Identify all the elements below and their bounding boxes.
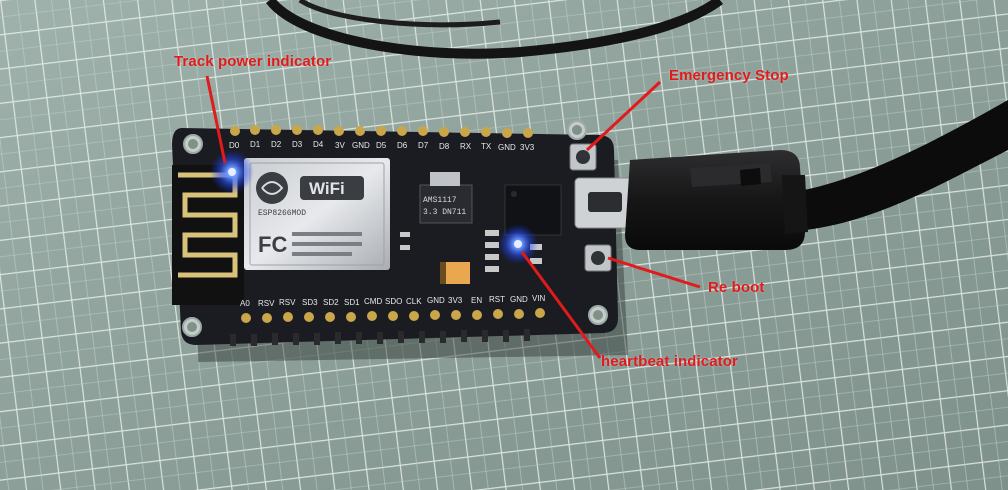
pin-label: D4	[313, 140, 324, 149]
svg-text:WiFi: WiFi	[309, 179, 345, 198]
voltage-regulator: AMS1117 3.3 DN711	[419, 172, 473, 224]
arrow-track-power	[205, 75, 227, 164]
pin-label: D3	[292, 140, 303, 149]
pin-label: CLK	[406, 297, 422, 306]
pin-label: GND	[427, 296, 445, 305]
pin-label: TX	[481, 142, 492, 151]
reboot-label: Re boot	[708, 279, 765, 296]
wifi-logo	[300, 176, 364, 200]
heartbeat-label: heartbeat indicator	[601, 353, 738, 370]
pin-label: D0	[229, 141, 240, 150]
top-pin-header	[230, 125, 533, 138]
background-cable-thin	[298, 0, 501, 28]
arrow-emergency-stop	[585, 80, 662, 152]
pin-label: RSV	[279, 298, 296, 307]
pin-label: 3V3	[448, 296, 463, 305]
pin-label: 3V	[335, 141, 345, 150]
svg-text:AMS1117: AMS1117	[423, 196, 457, 205]
top-pin-labels: D0 D1 D2 D3 D4 3V GND D5 D6 D7 D8 RX TX …	[229, 140, 535, 152]
espressif-logo	[256, 172, 288, 204]
svg-text:3.3 DN711: 3.3 DN711	[423, 208, 466, 217]
bottom-pin-header	[241, 308, 545, 323]
pin-label: 3V3	[520, 143, 535, 152]
nodemcu-board: WiFi ESP8266MOD FC D0 D1 D2 D3 D4 3V GND	[172, 120, 634, 346]
pin-label: SD2	[323, 298, 339, 307]
background-cable	[266, 0, 723, 59]
pin-label: D2	[271, 140, 282, 149]
micro-usb-port	[574, 177, 634, 229]
emergency-stop-label: Emergency Stop	[669, 67, 789, 84]
arrow-heartbeat	[520, 251, 602, 359]
pin-label: EN	[471, 296, 482, 305]
pin-label: RX	[460, 142, 472, 151]
pin-label: A0	[240, 299, 250, 308]
pin-label: RSV	[258, 299, 275, 308]
track-power-label: Track power indicator	[174, 53, 332, 70]
pin-label: GND	[352, 141, 370, 150]
pin-label: RST	[489, 295, 505, 304]
svg-text:FC: FC	[258, 232, 287, 257]
tantalum-capacitor	[440, 262, 470, 284]
pin-label: SD1	[344, 298, 360, 307]
pin-label: SDO	[385, 297, 402, 306]
annotation-arrows	[205, 75, 701, 359]
pin-label: D1	[250, 140, 261, 149]
pin-label: GND	[498, 143, 516, 152]
reboot-button[interactable]	[584, 244, 612, 272]
pin-label: VIN	[532, 294, 546, 303]
pin-label: D6	[397, 141, 408, 150]
pin-label: D8	[439, 142, 450, 151]
pin-stubs	[230, 329, 530, 346]
pin-label: SD3	[302, 298, 318, 307]
pin-label: CMD	[364, 297, 382, 306]
svg-text:ESP8266MOD: ESP8266MOD	[258, 209, 306, 218]
esp8266-module: WiFi ESP8266MOD FC	[244, 158, 390, 270]
usb-cable	[625, 100, 1008, 250]
bottom-pin-labels: A0 RSV RSV SD3 SD2 SD1 CMD SDO CLK GND 3…	[240, 294, 546, 308]
pin-label: D5	[376, 141, 387, 150]
arrow-reboot	[607, 256, 701, 289]
pin-label: GND	[510, 295, 528, 304]
pin-label: D7	[418, 141, 429, 150]
usb-plug	[625, 150, 805, 250]
emergency-stop-button[interactable]	[569, 143, 597, 171]
